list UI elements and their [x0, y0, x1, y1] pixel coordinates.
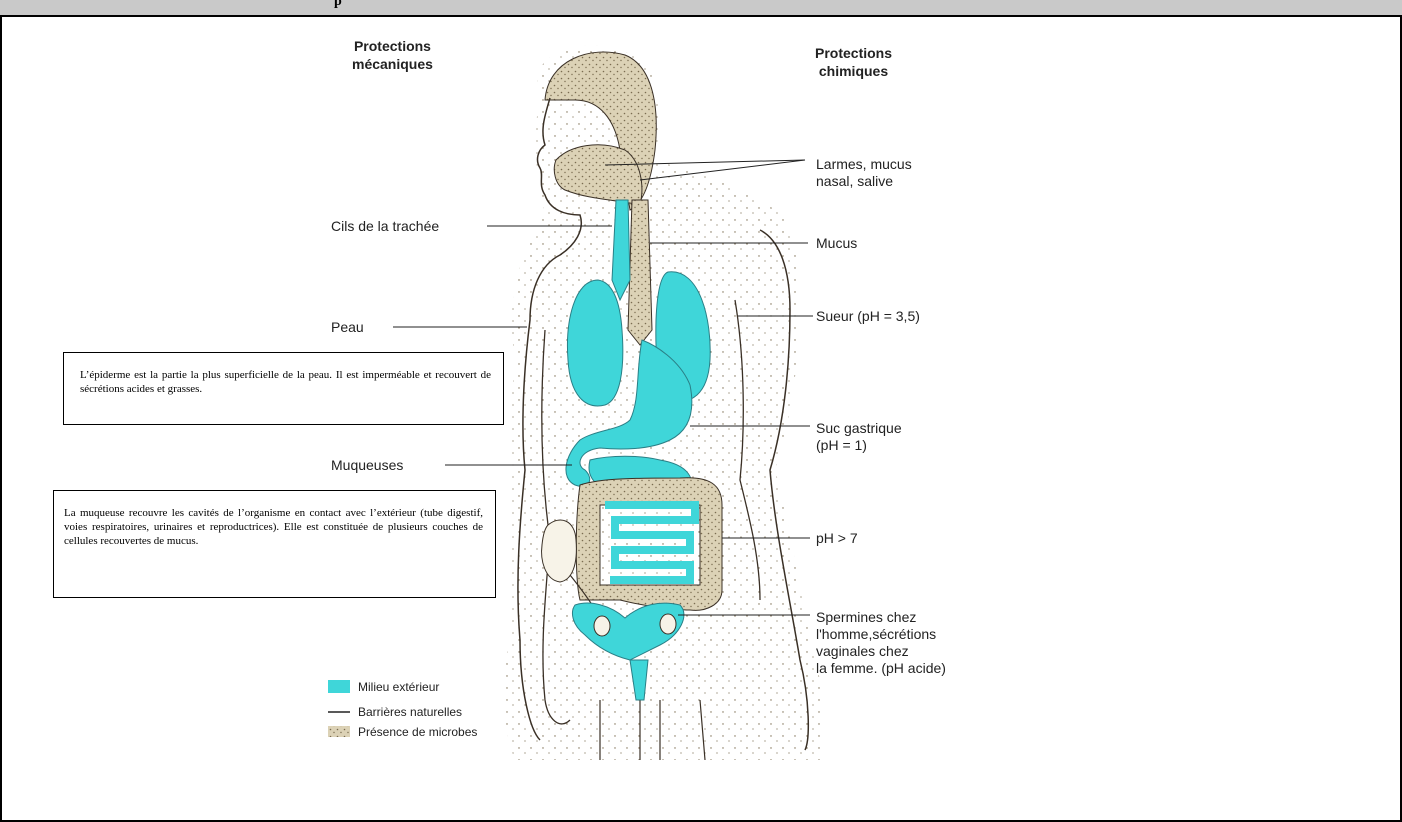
ovary-right — [660, 614, 676, 634]
legend-swatch-microbes — [328, 726, 350, 737]
legend-microbes-label: Présence de microbes — [358, 724, 477, 741]
note-mucosa: La muqueuse recouvre les cavités de l’or… — [53, 490, 496, 598]
legend-external-label: Milieu extérieur — [358, 679, 439, 696]
ovary-left — [594, 616, 610, 636]
legend-barriers-label: Barrières naturelles — [358, 704, 462, 721]
legend-swatch-external — [328, 680, 350, 693]
left-lung — [567, 280, 622, 406]
header-mechanical: Protections mécaniques — [352, 37, 433, 73]
esophagus — [628, 200, 652, 345]
label-mucus: Mucus — [816, 235, 857, 252]
label-gastric: Suc gastrique (pH = 1) — [816, 420, 902, 454]
kidney — [542, 520, 577, 582]
header-chemical: Protections chimiques — [815, 44, 892, 80]
label-intestine-ph: pH > 7 — [816, 530, 858, 547]
label-reproductive: Spermines chez l'homme,sécrétions vagina… — [816, 609, 946, 677]
label-skin: Peau — [331, 319, 364, 336]
label-tears: Larmes, mucus nasal, salive — [816, 156, 912, 190]
note-epidermis: L’épiderme est la partie la plus superfi… — [63, 352, 504, 425]
label-sweat: Sueur (pH = 3,5) — [816, 308, 920, 325]
label-trachea: Cils de la trachée — [331, 218, 439, 235]
label-mucosa: Muqueuses — [331, 457, 403, 474]
